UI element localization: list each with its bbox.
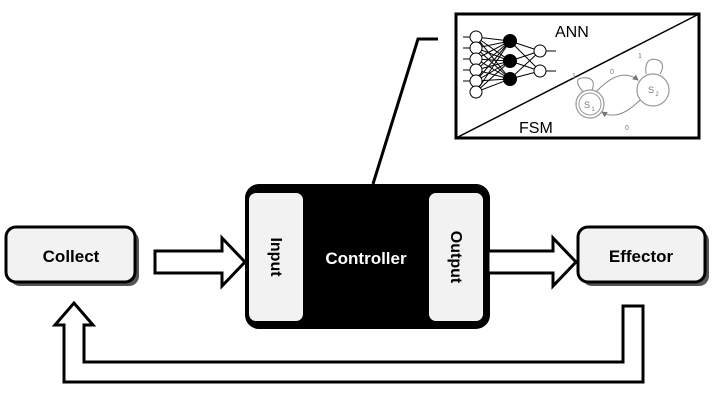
nn-output-neuron	[533, 44, 547, 58]
collect-label: Collect	[43, 247, 100, 266]
controller-block: Controller Input Output	[245, 184, 490, 329]
feedback-loop-arrow	[51, 300, 645, 384]
fsm-label: FSM	[519, 120, 553, 137]
fsm-self-loop-s1	[577, 77, 594, 93]
effector-node: Effector	[576, 225, 709, 286]
nn-output-neuron	[533, 64, 547, 78]
nn-hidden-neuron	[503, 54, 517, 68]
fsm-state-s1-sub: 1	[591, 107, 595, 113]
input-label: Input	[267, 237, 284, 277]
nn-hidden-neuron	[503, 72, 517, 86]
fsm-label-s1-s2: 0	[610, 69, 614, 76]
fsm-state-s1-label: S	[584, 100, 590, 110]
fsm-label-loop-s1: 1	[572, 73, 576, 80]
fsm-state-s2	[636, 73, 670, 107]
fsm-self-loop-s2	[645, 58, 664, 75]
arrow-collect-to-input	[153, 234, 248, 290]
nn-input-neuron	[469, 41, 483, 55]
inset-divider	[455, 13, 700, 139]
fsm-transition-s2-s1	[601, 99, 641, 118]
nn-input-neuron	[469, 85, 483, 99]
nn-input-neuron	[469, 52, 483, 66]
nn-input-neuron	[469, 30, 483, 44]
ann-label: ANN	[555, 24, 589, 41]
fsm-transition-s1-s2	[595, 74, 639, 93]
output-panel	[427, 191, 485, 323]
collect-node: Collect	[4, 225, 139, 286]
effector-label: Effector	[609, 247, 674, 266]
nn-input-neuron	[469, 63, 483, 77]
ann-fsm-inset: ANN FSM	[454, 12, 701, 140]
controller-label: Controller	[325, 249, 407, 268]
neural-network-icon	[463, 30, 556, 99]
callout-line	[371, 37, 438, 185]
fsm-state-s2-label: S	[648, 85, 654, 95]
input-panel	[247, 191, 305, 323]
nn-input-neuron	[469, 74, 483, 88]
fsm-diagram: S 1 S 2 0 0 1 1	[572, 53, 670, 132]
output-label: Output	[447, 231, 464, 284]
nn-hidden-neuron	[503, 34, 517, 48]
fsm-label-s2-s1: 0	[625, 125, 629, 132]
fsm-label-loop-s2: 1	[638, 53, 642, 60]
arrow-output-to-effector	[486, 234, 579, 290]
fsm-state-s2-sub: 2	[655, 92, 659, 98]
fsm-state-s1	[575, 89, 605, 119]
